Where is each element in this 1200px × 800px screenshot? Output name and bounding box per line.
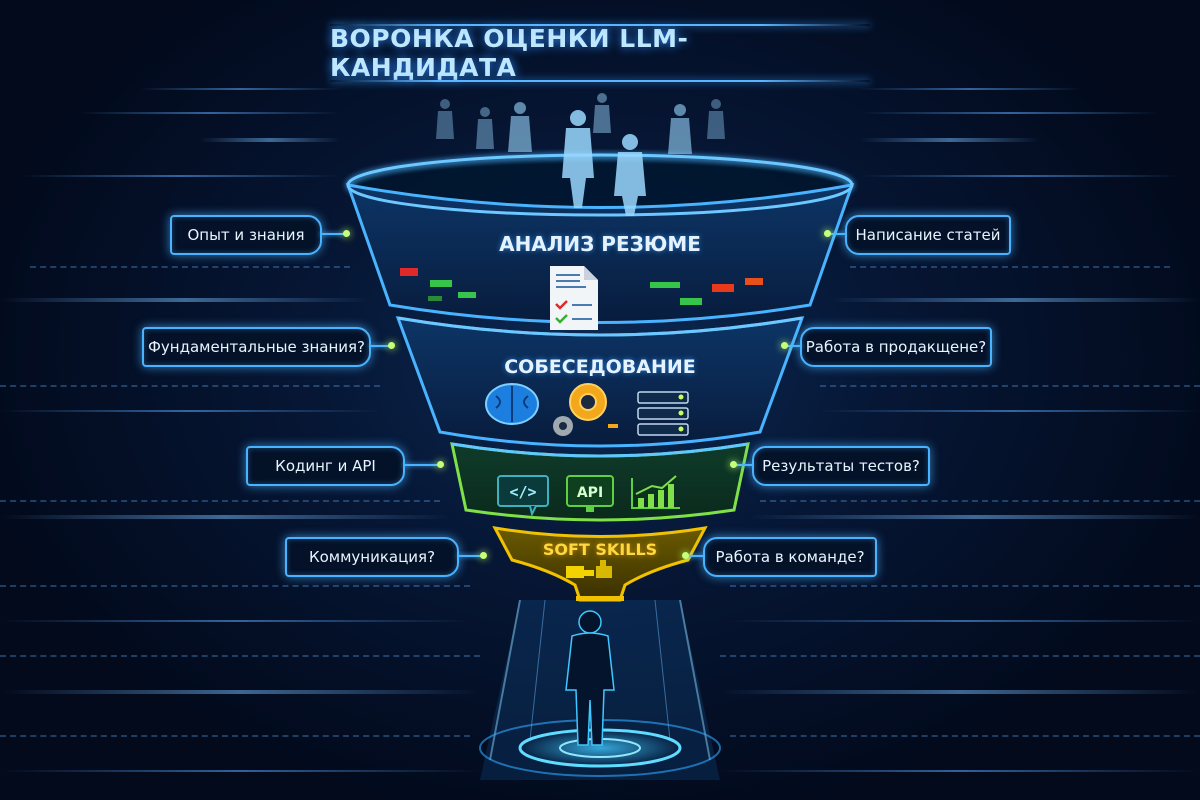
tag-test-results: Результаты тестов? [752,446,930,486]
data-bars-right [650,278,763,305]
connector-dot [730,461,737,468]
tag-writing-articles: Написание статей [845,215,1011,255]
connector-dot [480,552,487,559]
gears-icon [553,383,618,436]
funnel-stage-resume [345,153,855,324]
page-title: ВОРОНКА ОЦЕНКИ LLM-КАНДИДАТА [330,24,689,82]
tag-fundamentals: Фундаментальные знания? [142,327,371,367]
tag-coding-api: Кодинг и API [246,446,405,486]
tag-label: Результаты тестов? [762,457,920,475]
tag-teamwork: Работа в команде? [703,537,877,577]
svg-text:</>: </> [509,483,536,501]
tag-label: Опыт и знания [187,226,305,244]
puzzle-icon [566,560,612,578]
code-icon: </> [497,475,549,517]
growth-chart-icon [631,475,680,509]
tag-label: Работа в продакщене? [805,338,987,356]
connector-dot [781,342,788,349]
tag-label: Написание статей [855,226,1001,244]
connector-dot [343,230,350,237]
connector-dot [388,342,395,349]
title-banner: ВОРОНКА ОЦЕНКИ LLM-КАНДИДАТА [330,24,870,82]
api-monitor-icon: API [566,475,614,512]
tag-label: Коммуникация? [308,548,436,566]
connector-dot [437,461,444,468]
candidate-silhouette [565,610,615,746]
tag-communication: Коммуникация? [285,537,459,577]
tag-label: Кодинг и API [275,457,376,475]
stage-label-soft-skills: SOFT SKILLS [542,540,658,559]
data-bars-left [400,268,476,301]
stage-label-interview: СОБЕСЕДОВАНИЕ [504,356,696,378]
tag-production: Работа в продакщене? [800,327,992,367]
connector-dot [682,552,689,559]
people-silhouettes [436,93,725,216]
tag-label: Фундаментальные знания? [147,338,366,356]
tag-experience: Опыт и знания [170,215,322,255]
hologram-platform [479,719,721,777]
svg-text:API: API [577,485,603,501]
connector-dot [824,230,831,237]
server-icon [637,391,689,436]
resume-document-icon [550,266,598,330]
funnel-stage-interview [395,316,805,448]
stage-label-resume: АНАЛИЗ РЕЗЮМЕ [499,232,701,256]
tag-label: Работа в команде? [715,548,865,566]
brain-icon [485,383,539,425]
